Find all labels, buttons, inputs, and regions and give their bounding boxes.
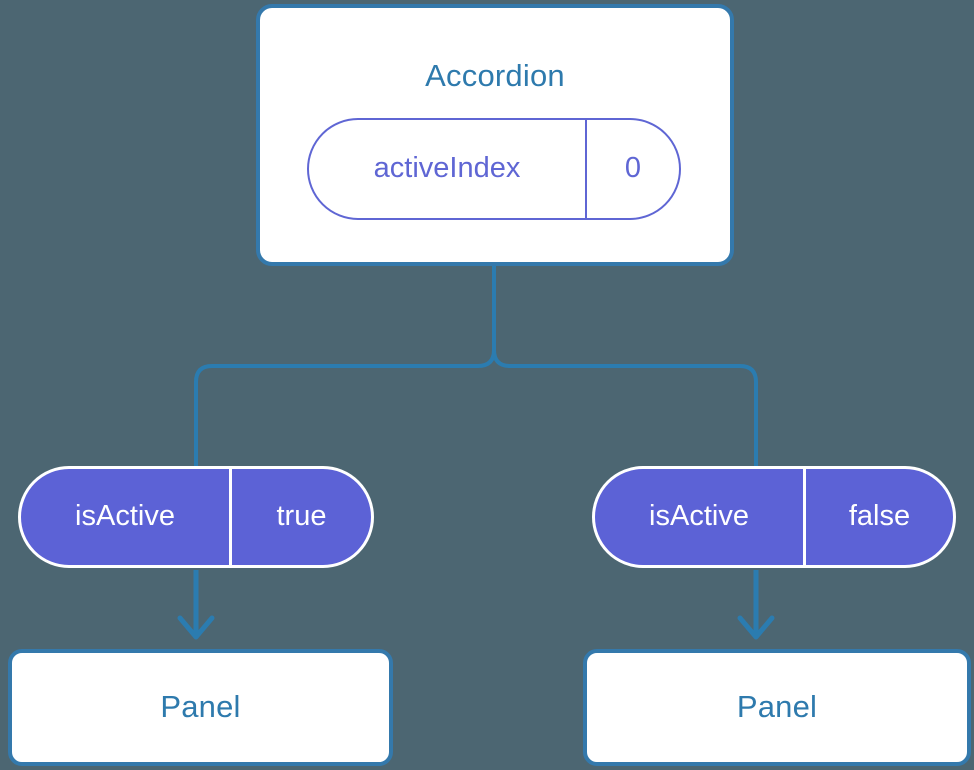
- accordion-title: Accordion: [425, 58, 565, 93]
- panel-title-left: Panel: [160, 689, 241, 724]
- arrow-head-right: [737, 615, 775, 640]
- panel-title-right: Panel: [736, 689, 818, 724]
- prop-pill-right[interactable]: isActive false: [592, 466, 956, 568]
- prop-value-isactive-left: true: [276, 499, 327, 532]
- panel-component-box-right[interactable]: Panel: [583, 649, 971, 766]
- arrow-head-left: [177, 615, 215, 640]
- state-value-activeindex: 0: [624, 151, 642, 184]
- accordion-state-pill[interactable]: activeIndex 0: [307, 118, 681, 220]
- state-key-activeindex: activeIndex: [309, 120, 587, 218]
- connector-left-branch: [194, 266, 496, 466]
- prop-value-isactive-right: false: [848, 499, 911, 532]
- panel-component-box-left[interactable]: Panel: [8, 649, 393, 766]
- connector-right-branch: [492, 266, 758, 466]
- prop-key-isactive-right: isActive: [595, 469, 806, 565]
- prop-pill-left[interactable]: isActive true: [18, 466, 374, 568]
- prop-key-isactive-left: isActive: [21, 469, 232, 565]
